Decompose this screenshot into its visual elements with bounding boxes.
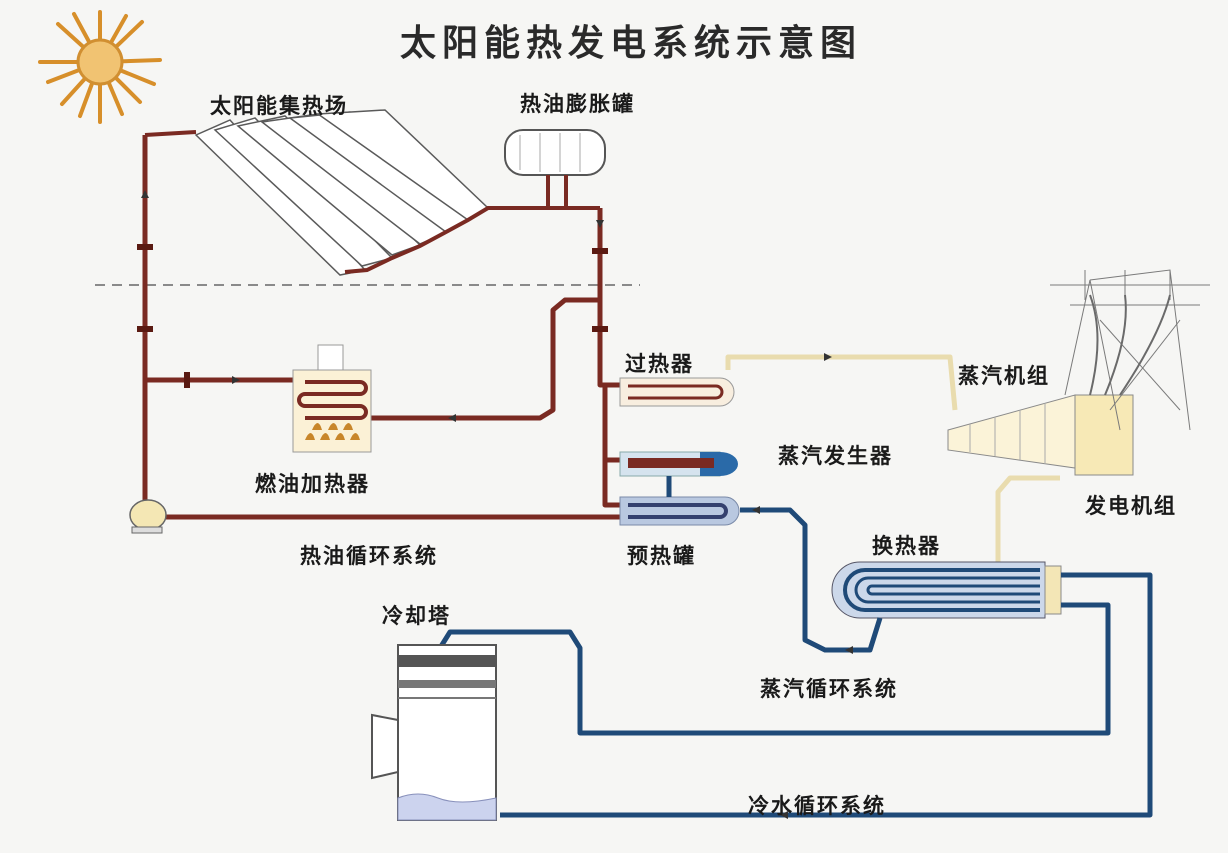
expansion-tank-label: 热油膨胀罐 <box>520 91 635 116</box>
collector-field-graphic <box>144 109 600 276</box>
oil-loop-label: 热油循环系统 <box>300 543 438 568</box>
superheater-graphic <box>619 377 735 407</box>
steam-generator-graphic <box>619 451 738 477</box>
expansion-tank-graphic <box>504 129 606 208</box>
heat-exchanger-label: 换热器 <box>872 533 941 558</box>
cooling-tower-graphic <box>371 644 497 821</box>
valve-icons <box>137 244 608 388</box>
cooling-tower-label: 冷却塔 <box>382 603 451 628</box>
turbine-graphic <box>947 394 1134 476</box>
steam-pipes <box>725 354 1060 562</box>
water-pipes <box>437 476 1153 818</box>
sun-icon <box>38 10 162 124</box>
steam-generator-label: 蒸汽发生器 <box>778 443 893 468</box>
preheater-label: 预热罐 <box>627 543 696 568</box>
steam-loop-label: 蒸汽循环系统 <box>760 676 898 701</box>
generator-label: 发电机组 <box>1085 493 1177 518</box>
turbine-label: 蒸汽机组 <box>958 363 1050 388</box>
oil-heater-graphic <box>292 344 372 453</box>
power-tower-icon <box>1050 269 1210 431</box>
flow-arrows <box>141 190 853 819</box>
cold-water-loop-label: 冷水循环系统 <box>748 793 886 818</box>
heat-exchanger-graphic <box>831 561 1062 619</box>
pump-icon <box>129 499 167 534</box>
oil-heater-label: 燃油加热器 <box>255 471 370 496</box>
diagram-title: 太阳能热发电系统示意图 <box>400 22 863 64</box>
collector-field-label: 太阳能集热场 <box>210 93 348 118</box>
superheater-label: 过热器 <box>625 351 694 376</box>
preheater-graphic <box>619 496 740 526</box>
